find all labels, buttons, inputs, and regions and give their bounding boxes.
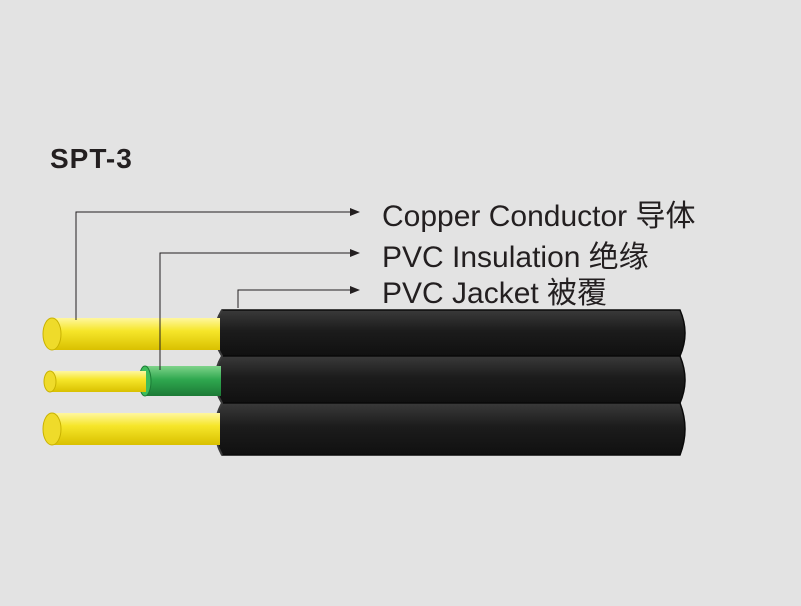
jacket-lobe-bottom <box>214 402 686 456</box>
conductor-bottom-body <box>52 413 220 445</box>
arrow-jacket-icon <box>350 286 360 294</box>
leader-line-conductor <box>75 211 350 320</box>
label-copper-conductor: Copper Conductor 导体 <box>382 200 696 233</box>
conductor-bottom <box>42 412 220 446</box>
conductor-bottom-end <box>42 412 62 446</box>
label-pvc-insulation: PVC Insulation 绝缘 <box>382 241 649 274</box>
pvc-jacket <box>214 309 686 456</box>
conductor-middle <box>43 365 221 397</box>
jacket-lobe-top <box>214 309 686 357</box>
model-title: SPT-3 <box>50 143 133 174</box>
arrow-insulation-icon <box>350 249 360 257</box>
leader-line-jacket <box>237 289 350 308</box>
conductor-top-end <box>42 317 62 351</box>
conductor-middle-end <box>43 370 57 393</box>
conductor-top-body <box>52 318 220 350</box>
conductor-middle-body <box>50 371 146 392</box>
leader-arrows <box>350 208 360 294</box>
leader-lines <box>75 211 350 370</box>
insulation-green <box>145 366 221 396</box>
jacket-lobe-middle <box>214 355 686 404</box>
leader-line-insulation <box>159 252 350 370</box>
label-pvc-jacket: PVC Jacket 被覆 <box>382 277 608 310</box>
conductor-top <box>42 317 220 351</box>
arrow-conductor-icon <box>350 208 360 216</box>
